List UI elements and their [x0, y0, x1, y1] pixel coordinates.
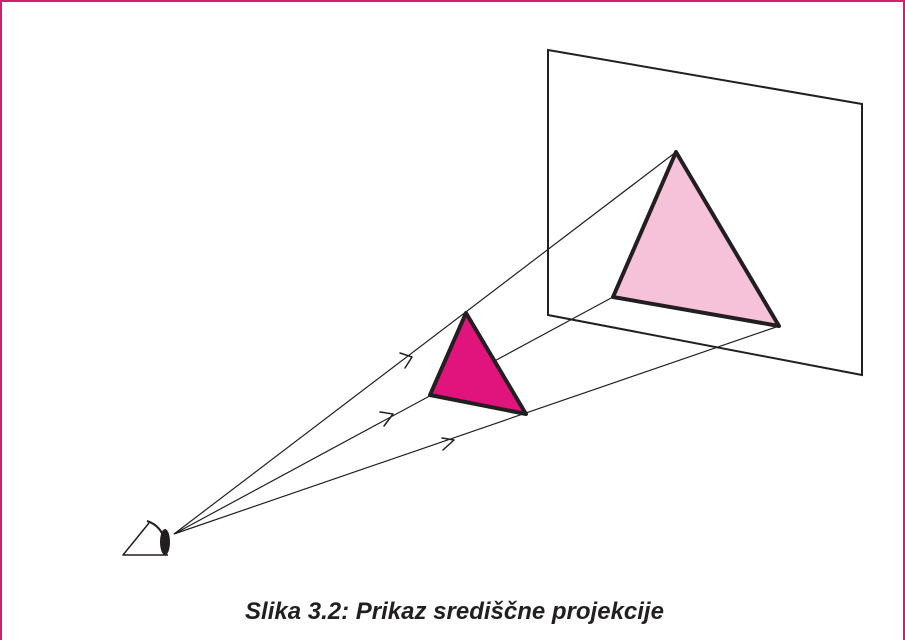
direction-arrows [379, 352, 455, 451]
ray-top [173, 151, 677, 535]
arrow-middle [379, 411, 394, 427]
projected-triangle [611, 150, 781, 328]
ray-right [173, 325, 780, 535]
arrow-bottom [441, 437, 455, 451]
projection-rays [173, 151, 780, 535]
arrow-top [399, 352, 413, 369]
eye-pupil [160, 529, 170, 555]
eye-icon [122, 520, 170, 556]
eye-outline [122, 522, 168, 556]
figure-caption: Slika 3.2: Prikaz središčne projekcije [245, 598, 664, 625]
object-triangle [428, 311, 528, 416]
ray-left [173, 296, 614, 535]
